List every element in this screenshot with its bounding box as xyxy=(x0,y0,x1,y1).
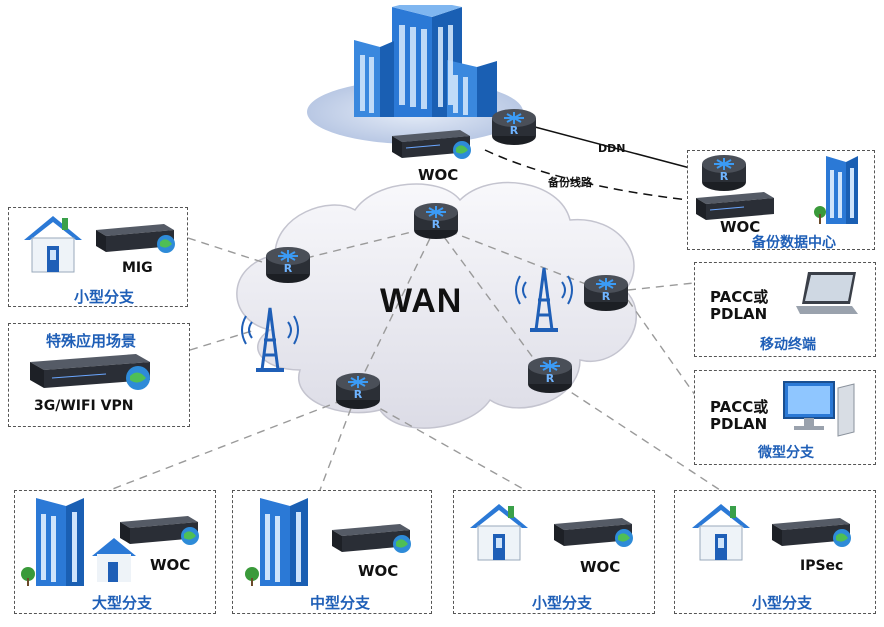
mobile-line1: PACC或 xyxy=(710,288,769,306)
svg-text:R: R xyxy=(432,218,441,231)
small-branch-woc-device-label: WOC xyxy=(580,558,621,576)
ddn-line xyxy=(534,126,691,169)
svg-text:R: R xyxy=(510,124,519,137)
wireless-tower-right-icon xyxy=(515,267,573,332)
hq-woc-server-icon xyxy=(392,130,471,159)
ipsec-device-label: IPSec xyxy=(800,558,844,574)
small-branch-house-icon xyxy=(470,504,528,561)
ddn-label: DDN xyxy=(598,142,626,155)
svg-text:R: R xyxy=(354,388,363,401)
small-branch-mig-title: 小型分支 xyxy=(74,288,135,306)
backup-line-label: 备份线路 xyxy=(548,176,592,189)
medium-branch-building-icon xyxy=(245,498,308,586)
wan-label: WAN xyxy=(380,282,463,320)
large-branch-title: 大型分支 xyxy=(92,594,153,612)
wan-router-bottom-right-icon: R xyxy=(528,357,572,393)
micro-line2: PDLAN xyxy=(710,415,768,433)
svg-text:R: R xyxy=(284,262,293,275)
backup-line xyxy=(484,149,689,201)
vpn-server-icon xyxy=(30,354,150,390)
backup-woc-label: WOC xyxy=(720,218,761,236)
wan-router-right-icon: R xyxy=(584,275,628,311)
wan-links xyxy=(109,225,721,491)
house-icon xyxy=(24,216,82,273)
small-branch-woc-title: 小型分支 xyxy=(532,594,593,612)
medium-branch-device-label: WOC xyxy=(358,562,399,580)
backup-woc-server-icon xyxy=(696,192,774,220)
backup-building-icon xyxy=(814,156,858,224)
small-branch-ipsec-title: 小型分支 xyxy=(752,594,813,612)
large-branch-woc-icon xyxy=(120,516,199,545)
large-branch-building-icon xyxy=(21,498,136,586)
wireless-tower-left-icon xyxy=(241,307,299,372)
ipsec-server-icon xyxy=(772,518,851,547)
svg-text:R: R xyxy=(602,290,611,303)
hq-buildings xyxy=(354,5,497,117)
mig-server-icon xyxy=(96,224,175,253)
hq-woc-label: WOC xyxy=(418,166,459,184)
wan-router-bottom-left-icon: R xyxy=(336,373,380,409)
special-scene-title: 特殊应用场景 xyxy=(46,332,137,350)
desktop-icon xyxy=(783,381,855,437)
backup-router-icon: R xyxy=(702,155,746,191)
micro-branch-title: 微型分支 xyxy=(758,445,814,461)
laptop-icon xyxy=(796,272,858,314)
medium-branch-title: 中型分支 xyxy=(310,594,371,612)
micro-line1: PACC或 xyxy=(710,398,769,416)
svg-text:R: R xyxy=(546,372,555,385)
backup-datacenter-title: 备份数据中心 xyxy=(752,235,836,251)
small-branch-woc-icon xyxy=(554,518,633,547)
medium-branch-woc-icon xyxy=(332,524,411,553)
ipsec-branch-house-icon xyxy=(692,504,750,561)
mobile-terminal-title: 移动终端 xyxy=(760,337,816,353)
large-branch-device-label: WOC xyxy=(150,556,191,574)
wan-router-top-icon: R xyxy=(414,203,458,239)
vpn-label: 3G/WIFI VPN xyxy=(34,398,134,414)
mig-label: MIG xyxy=(122,260,153,276)
svg-text:R: R xyxy=(720,170,729,183)
hq-router-icon: R xyxy=(492,109,536,145)
mobile-line2: PDLAN xyxy=(710,305,768,323)
wan-router-left-icon: R xyxy=(266,247,310,283)
